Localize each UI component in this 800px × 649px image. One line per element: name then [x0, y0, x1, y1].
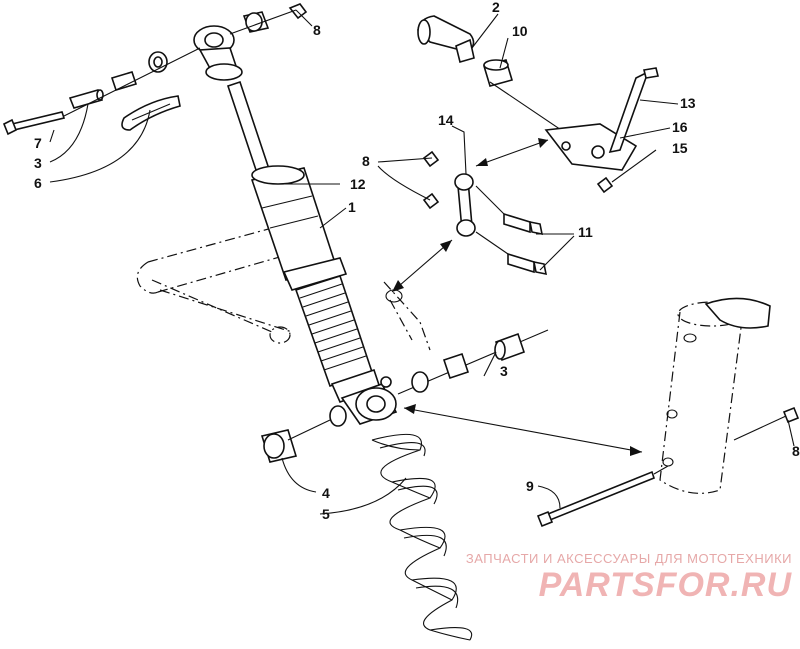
callout-8-link: 8 — [362, 153, 370, 169]
callout-10: 10 — [512, 23, 528, 39]
link-rod-assembly — [422, 150, 548, 276]
callout-12: 12 — [350, 176, 366, 192]
callout-13: 13 — [680, 95, 696, 111]
leader-lines — [49, 9, 795, 515]
callout-1: 1 — [348, 199, 356, 215]
callout-3-bottom: 3 — [500, 363, 508, 379]
callout-4: 4 — [322, 485, 330, 501]
upper-linkage-parts — [417, 15, 659, 194]
callout-7: 7 — [34, 135, 42, 151]
callout-15: 15 — [672, 140, 688, 156]
coil-spring — [371, 433, 473, 641]
callout-3-top: 3 — [34, 155, 42, 171]
callout-labels: 8 2 10 13 16 15 14 8 12 1 11 7 3 6 3 8 4… — [34, 0, 800, 522]
direction-arrows — [391, 138, 643, 456]
shock-absorber — [193, 25, 398, 425]
callout-9: 9 — [526, 478, 534, 494]
callout-8-frame: 8 — [792, 443, 800, 459]
callout-8-top: 8 — [313, 22, 321, 38]
callout-11: 11 — [578, 224, 593, 240]
upper-mount-hardware — [2, 3, 308, 136]
watermark-logo: PARTSFOR.RU — [538, 566, 792, 604]
watermark: ЗАПЧАСТИ И АКСЕССУАРЫ ДЛЯ МОТОТЕХНИКИ PA… — [466, 551, 792, 605]
callout-6: 6 — [34, 175, 42, 191]
arm-bracket-outline — [383, 281, 431, 351]
lower-mount-hardware — [260, 329, 800, 528]
watermark-tagline: ЗАПЧАСТИ И АКСЕССУАРЫ ДЛЯ МОТОТЕХНИКИ — [465, 551, 792, 566]
callout-16: 16 — [672, 119, 688, 135]
callout-5: 5 — [322, 506, 330, 522]
callout-14: 14 — [438, 112, 454, 128]
frame-post-outline — [659, 297, 771, 494]
callout-2: 2 — [492, 0, 500, 15]
